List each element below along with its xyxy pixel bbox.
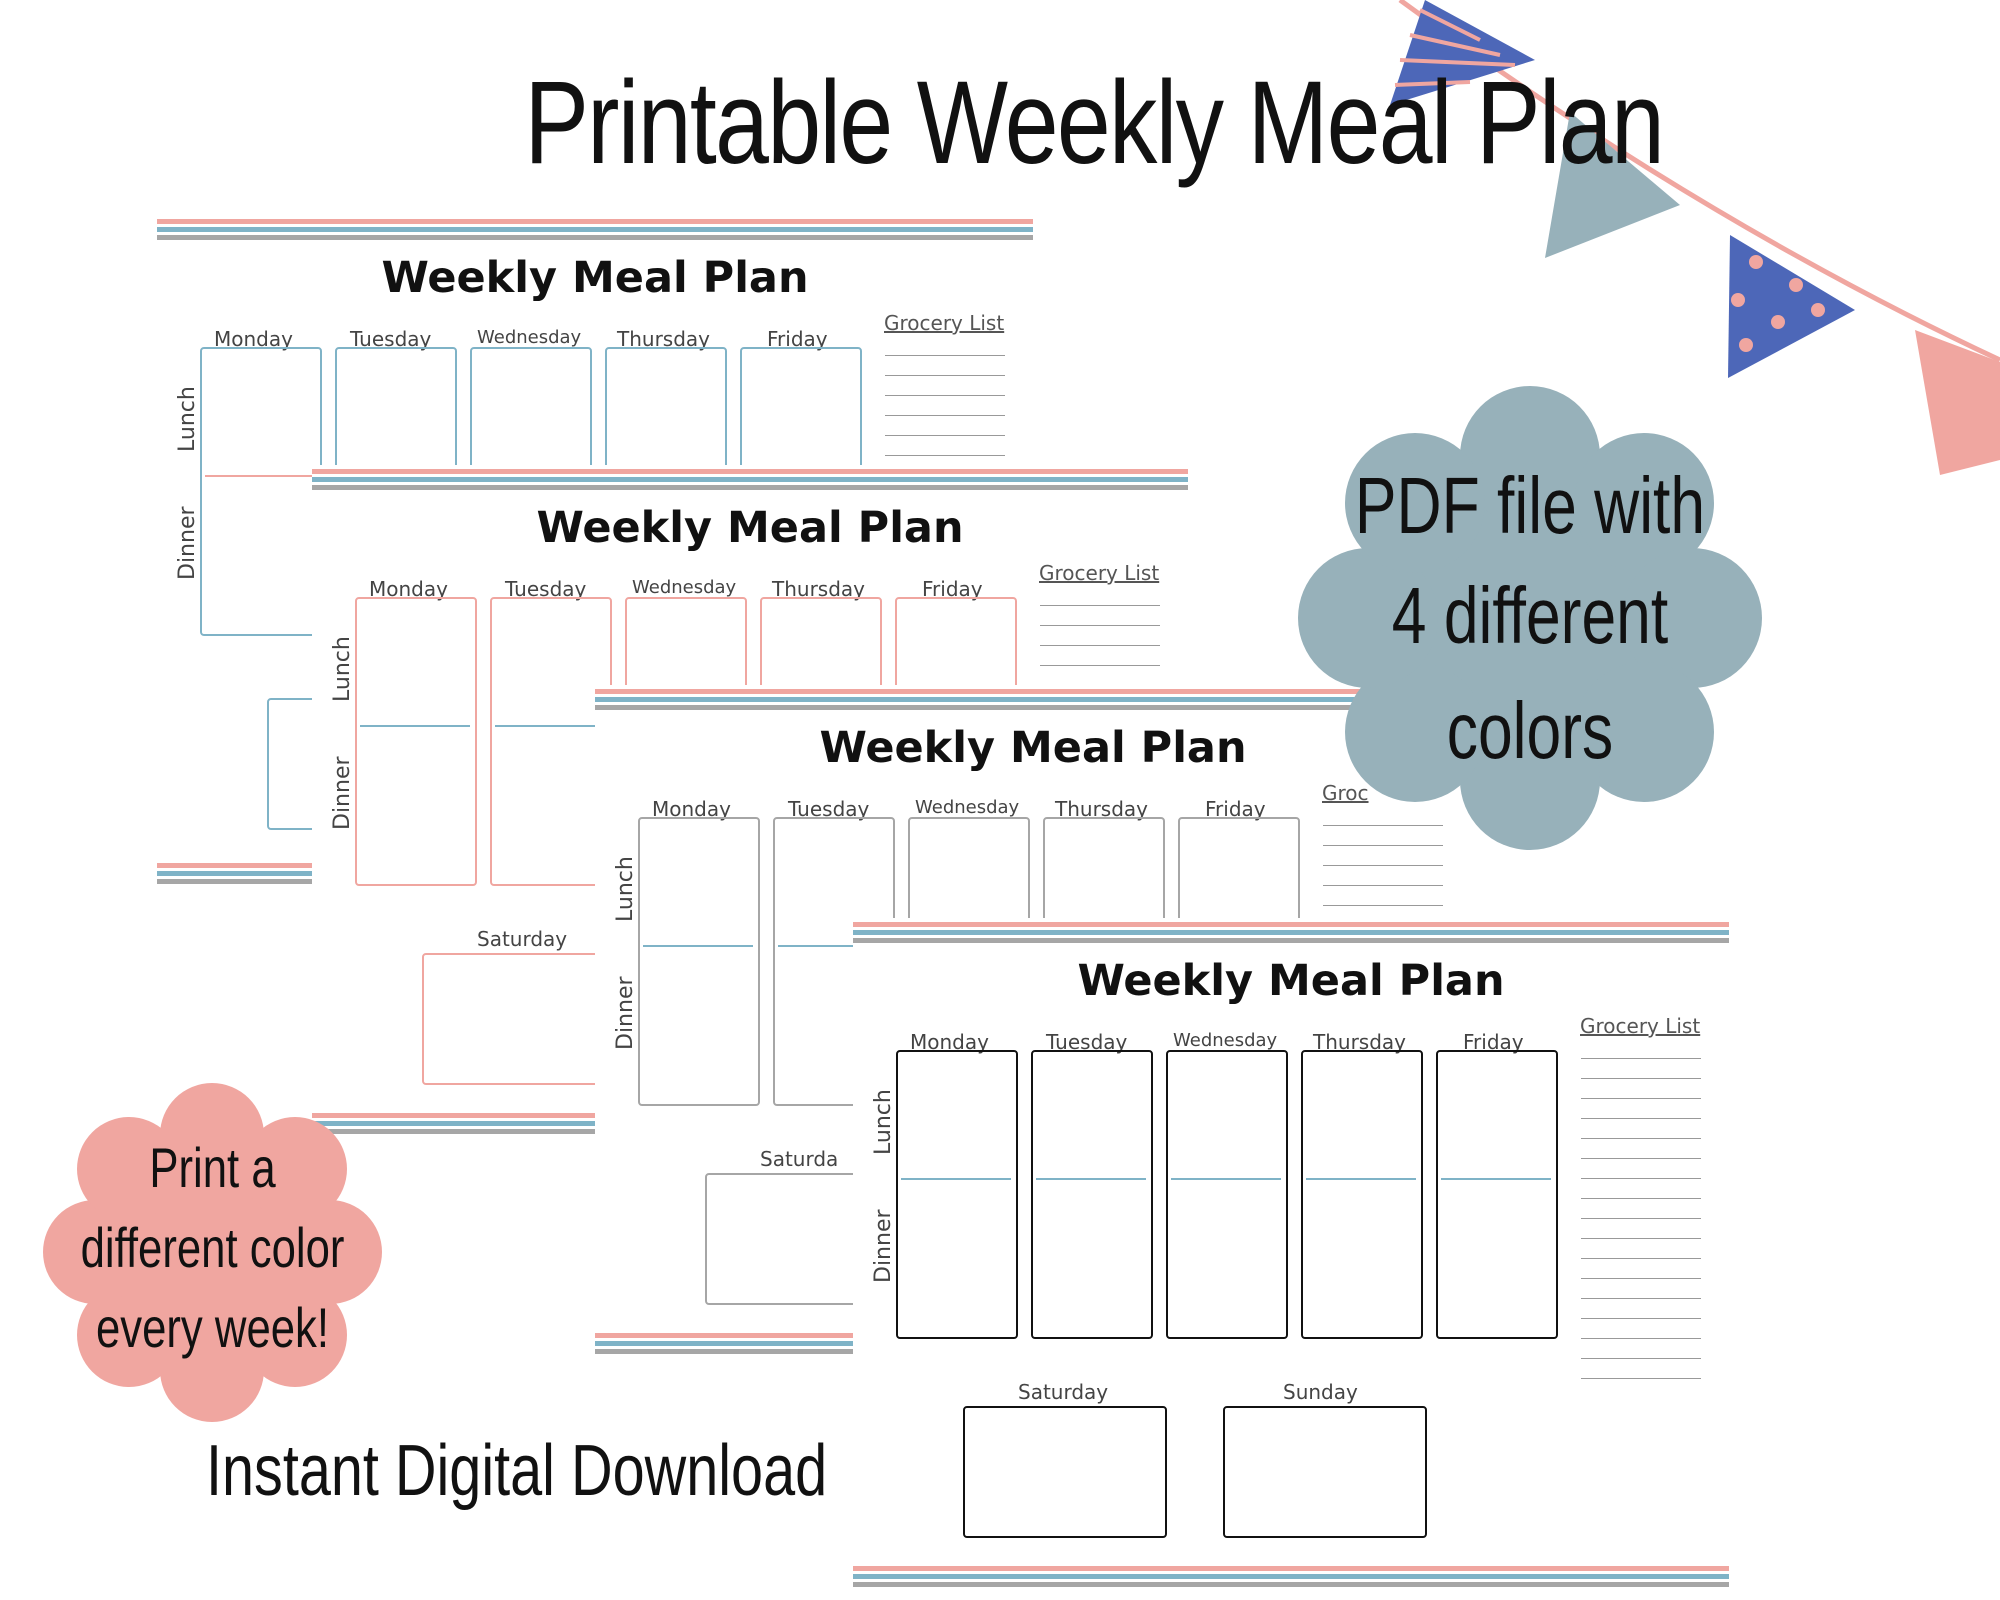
bunting-flag-1 [1390, 0, 1535, 105]
dinner-label: Dinner [613, 976, 638, 1050]
lunch-dinner-divider [1036, 1178, 1146, 1180]
lunch-dinner-divider [360, 725, 470, 727]
page-title: Printable Weekly Meal Plan [524, 57, 1664, 189]
lunch-dinner-divider [778, 945, 888, 947]
day-label-wednesday: Wednesday [915, 797, 1020, 818]
lunch-dinner-divider [495, 725, 605, 727]
lunch-dinner-divider [901, 1178, 1011, 1180]
thursday-box [1301, 1050, 1423, 1339]
wednesday-box [1166, 1050, 1288, 1339]
dinner-label: Dinner [330, 756, 355, 830]
sheet-title: Weekly Meal Plan [536, 503, 964, 553]
day-label-wednesday: Wednesday [1173, 1030, 1278, 1051]
grocery-list-label: Grocery List [884, 311, 1005, 335]
grocery-list-label-partial: Groc [1322, 781, 1369, 805]
lunch-dinner-divider [1171, 1178, 1281, 1180]
dinner-label: Dinner [871, 1209, 896, 1283]
lunch-label: Lunch [613, 856, 638, 922]
monday-box [200, 347, 322, 636]
lunch-dinner-divider [1306, 1178, 1416, 1180]
pdf-badge-shape [1298, 386, 1762, 850]
sheet-title: Weekly Meal Plan [819, 723, 1247, 773]
meal-plan-sheet-black: Weekly Meal Plan Monday Tuesday Wednesda… [853, 918, 1729, 1598]
lunch-label: Lunch [330, 636, 355, 702]
bunting-flag-4 [1915, 330, 2000, 475]
print-badge-line-2: different color [80, 1216, 345, 1279]
print-badge-line-3: every week! [95, 1296, 330, 1359]
pdf-badge-line-2: 4 different [1391, 571, 1669, 660]
sheet-stripes-top [853, 922, 1729, 943]
saturday-box [963, 1406, 1167, 1538]
bunting-flag-2 [1545, 112, 1680, 258]
day-label-saturday-partial: Saturda [760, 1147, 839, 1171]
sheet-stripes-bottom [853, 1566, 1729, 1587]
lunch-label: Lunch [175, 386, 200, 452]
sunday-box [1223, 1406, 1427, 1538]
day-label-saturday: Saturday [1018, 1380, 1109, 1404]
bunting-decoration [1390, 0, 2000, 475]
tuesday-box [1031, 1050, 1153, 1339]
instant-download-text: Instant Digital Download [206, 1431, 828, 1511]
bunting-flag-3-dots [1731, 255, 1825, 352]
sheet-title: Weekly Meal Plan [1077, 956, 1505, 1006]
monday-box [896, 1050, 1018, 1339]
pdf-badge-line-1: PDF file with [1354, 461, 1706, 550]
lunch-dinner-divider [643, 945, 753, 947]
monday-box [355, 597, 477, 886]
day-label-wednesday: Wednesday [632, 577, 737, 598]
pdf-badge-line-3: colors [1446, 686, 1614, 775]
lunch-label: Lunch [871, 1089, 896, 1155]
day-label-saturday: Saturday [477, 927, 568, 951]
sheet-stripes-top [157, 219, 1033, 240]
dinner-label: Dinner [175, 506, 200, 580]
sheet-stripes-top [312, 469, 1188, 490]
sheet-stripes-top [595, 689, 1471, 710]
day-label-wednesday: Wednesday [477, 327, 582, 348]
grocery-lines [1581, 1039, 1701, 1379]
sheet-title: Weekly Meal Plan [381, 253, 809, 303]
tuesday-box [490, 597, 612, 886]
print-badge-shape [43, 1083, 382, 1422]
lunch-dinner-divider [1441, 1178, 1551, 1180]
monday-box [638, 817, 760, 1106]
bunting-flag-3 [1728, 235, 1855, 378]
day-label-sunday: Sunday [1283, 1380, 1358, 1404]
friday-box [1436, 1050, 1558, 1339]
print-badge-line-1: Print a [149, 1136, 276, 1199]
bunting-flag-1-stripes [1394, 8, 1516, 87]
lunch-dinner-divider [205, 475, 315, 477]
grocery-list-label: Grocery List [1039, 561, 1160, 585]
grocery-list-label: Grocery List [1580, 1014, 1701, 1038]
